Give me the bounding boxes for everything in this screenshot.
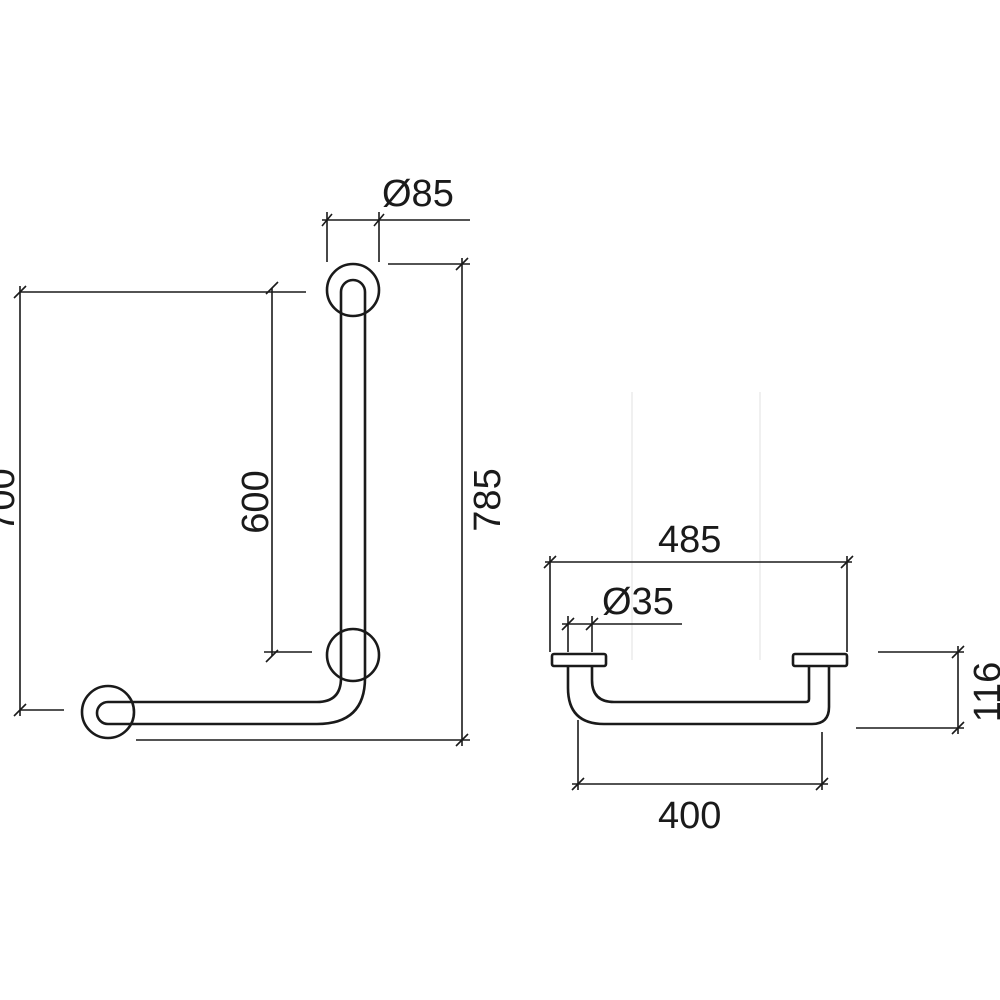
- side-flange-left: [550, 652, 608, 668]
- dimension-height-cut: 700: [0, 285, 306, 717]
- middle-flange: [325, 627, 381, 683]
- label-height-cut: 700: [0, 468, 23, 531]
- dimension-depth: 116: [856, 645, 1000, 735]
- side-view: [550, 392, 849, 726]
- dimension-width-bottom: 400: [571, 720, 829, 837]
- side-flange-right: [791, 652, 849, 668]
- label-width-total: 485: [658, 519, 721, 561]
- label-depth: 116: [967, 662, 1000, 723]
- dimension-width-total: 485: [543, 519, 854, 652]
- tube-top-cap: [339, 278, 367, 293]
- side-tube-inner: [590, 666, 811, 704]
- dimension-dia-tube: Ø35: [561, 581, 682, 652]
- label-height-inner: 600: [235, 470, 277, 533]
- label-dia-flange: Ø85: [382, 173, 454, 215]
- tube-outline-outer: [108, 292, 343, 704]
- left-flange: [80, 684, 136, 740]
- dimension-height-total: 785: [136, 257, 509, 747]
- dimension-dia-flange: Ø85: [321, 173, 470, 262]
- label-width-bottom: 400: [658, 795, 721, 837]
- dimension-height-inner: 600: [235, 281, 312, 663]
- tube-outline-inner: [108, 292, 367, 726]
- tube-left-cap: [95, 700, 109, 726]
- top-flange: [325, 262, 381, 318]
- front-view: [80, 262, 381, 740]
- label-height-total: 785: [467, 468, 509, 531]
- side-tube-outer: [566, 666, 831, 726]
- label-dia-tube: Ø35: [602, 581, 674, 623]
